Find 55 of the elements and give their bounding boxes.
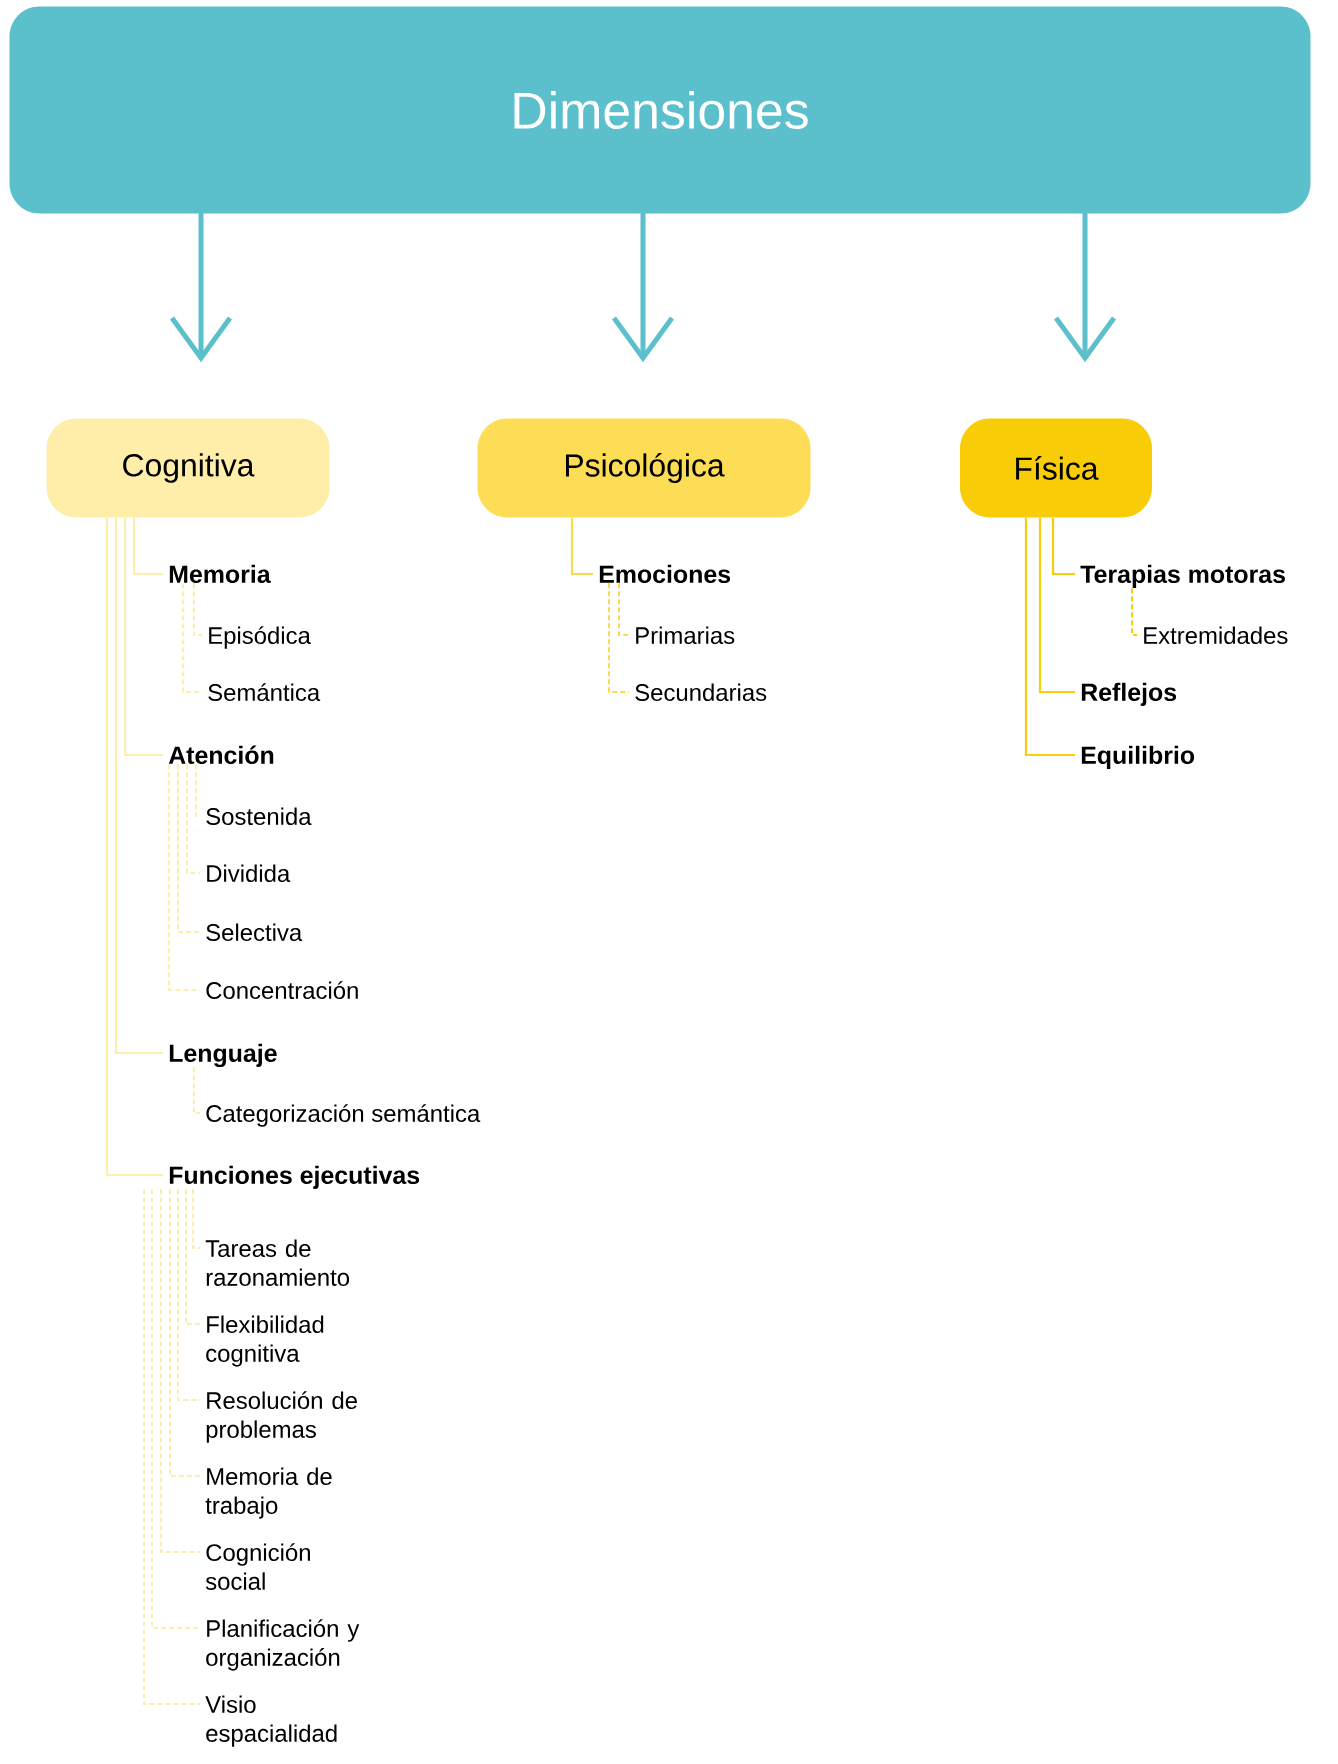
heading-text: Emociones [599, 564, 731, 584]
category-box: Física [960, 418, 1152, 518]
connector-line [123, 517, 163, 757]
heading-text: Atención [168, 745, 274, 765]
item-text: Memoria de trabajo [205, 1467, 332, 1519]
item-text: Visio espacialidad [205, 1695, 337, 1747]
connector-line [177, 1188, 201, 1401]
item-text: Sostenida [206, 807, 312, 826]
item-text: Dividida [207, 864, 291, 883]
connector-line [105, 517, 163, 1177]
heading-text: Memoria [169, 564, 271, 584]
connector-line [185, 1188, 201, 1325]
item-text: Selectiva [206, 923, 303, 942]
connector-line [570, 517, 593, 576]
connector-line [1051, 517, 1075, 576]
item-text: Secundarias [635, 683, 767, 702]
heading-text: Lenguaje [169, 1043, 277, 1068]
item-text: Semántica [208, 683, 321, 702]
connector-line [192, 1188, 201, 1249]
arrow [169, 211, 233, 363]
heading-text: Reflejos [1081, 682, 1177, 706]
heading-text: Terapias motoras [1080, 564, 1285, 588]
category-box: Psicológica [477, 418, 811, 518]
category-box: Cognitiva [46, 418, 330, 518]
item-text: Episódica [209, 626, 311, 649]
title-banner: Dimensiones [9, 6, 1311, 214]
connector-line [151, 1188, 201, 1629]
connector-line [186, 763, 201, 874]
heading-text: Funciones ejecutivas [169, 1165, 420, 1189]
item-text: Categorización semántica [206, 1104, 481, 1127]
connector-line [143, 1188, 201, 1705]
connector-line [132, 517, 163, 576]
item-text: Primarias [636, 626, 735, 645]
connector-line [193, 582, 203, 636]
connector-line [1024, 517, 1075, 757]
connector-line [1038, 517, 1075, 694]
connector-line [608, 582, 630, 693]
connector-line [168, 763, 201, 991]
item-text: Extremidades [1144, 626, 1288, 645]
item-text: Resolución de problemas [206, 1391, 357, 1443]
item-text: Tareas de razonamiento [205, 1239, 350, 1286]
connector-line [193, 1066, 201, 1114]
arrow [1053, 211, 1117, 363]
item-text: Flexibilidad cognitiva [206, 1315, 324, 1367]
heading-text: Equilibrio [1081, 745, 1195, 769]
item-text: Concentración [206, 981, 358, 1000]
item-text: Cognición social [205, 1543, 310, 1590]
connector-line [177, 763, 201, 933]
connector-line [1131, 587, 1138, 636]
connector-line [618, 582, 630, 636]
connector-line [160, 1188, 201, 1553]
connector-line [169, 1188, 201, 1477]
connector-line [114, 517, 163, 1055]
arrow [611, 211, 675, 363]
item-text: Planificación y organización [206, 1619, 360, 1671]
